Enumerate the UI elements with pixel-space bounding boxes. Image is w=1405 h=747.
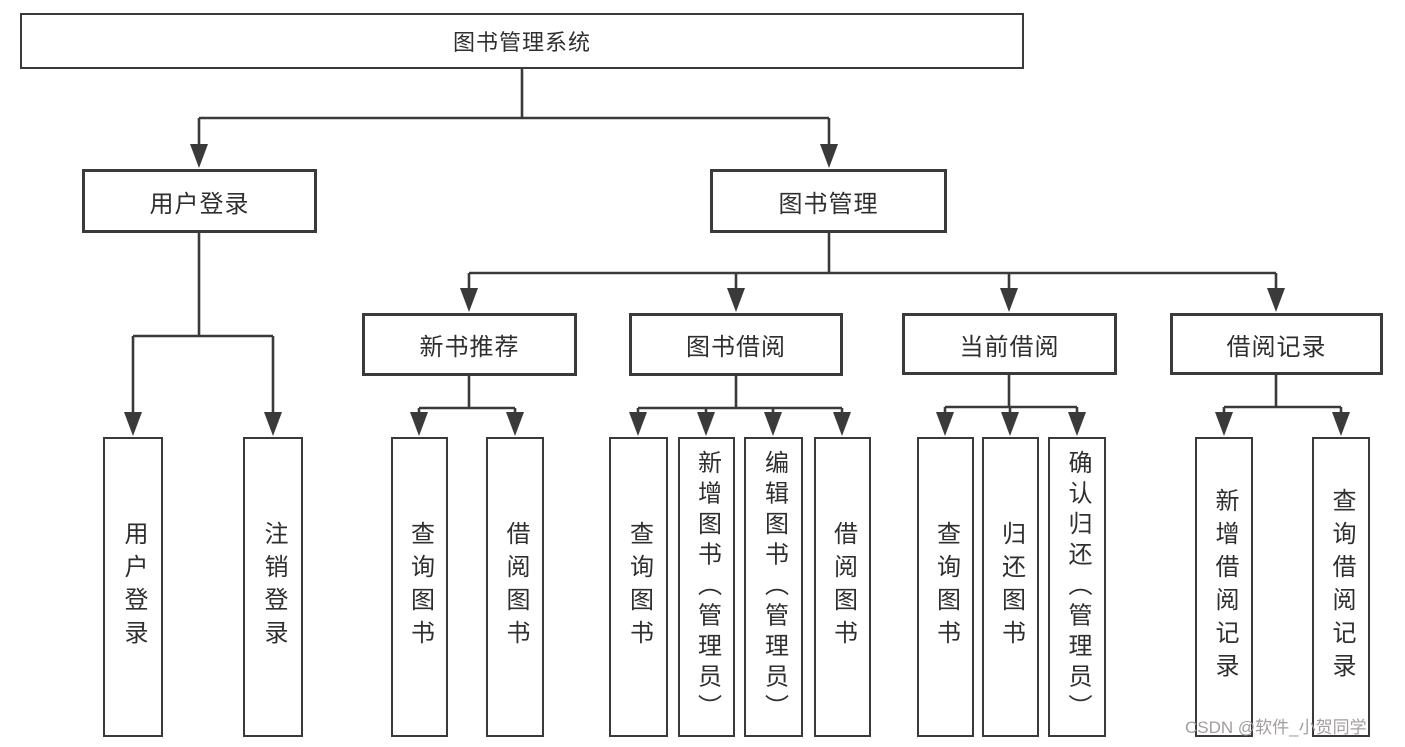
- node-label: 图书管理: [778, 190, 879, 218]
- node-label: 借阅图书: [829, 521, 857, 653]
- node-add-books-admin: 新增图书（管理员）: [678, 437, 735, 737]
- node-label: 注销登录: [260, 521, 287, 653]
- node-label: 用户登录: [149, 190, 250, 218]
- node-label: 借阅图书: [502, 521, 529, 653]
- node-label: 图书管理系统: [452, 30, 591, 55]
- node-label: 用户登录: [120, 521, 147, 653]
- node-label: 查询图书: [406, 521, 434, 653]
- node-query-books-current: 查询图书: [917, 437, 974, 737]
- node-label: 归还图书: [997, 521, 1025, 653]
- node-borrow-books-recommend: 借阅图书: [486, 437, 544, 737]
- node-label: 查询图书: [625, 521, 653, 653]
- node-user-login-action: 用户登录: [103, 437, 163, 737]
- node-new-book-recommend: 新书推荐: [362, 313, 577, 376]
- node-label: 确认归还（管理员）: [1064, 449, 1091, 725]
- node-confirm-return-admin: 确认归还（管理员）: [1048, 437, 1106, 737]
- node-label: 新书推荐: [419, 334, 520, 361]
- node-label: 图书借阅: [686, 334, 786, 361]
- node-add-borrow-record: 新增借阅记录: [1195, 437, 1253, 737]
- node-borrow-books: 借阅图书: [814, 437, 871, 737]
- node-label: 借阅记录: [1226, 333, 1327, 361]
- node-current-borrow: 当前借阅: [902, 313, 1117, 375]
- node-borrow-records: 借阅记录: [1170, 313, 1383, 375]
- node-library-system: 图书管理系统: [20, 13, 1024, 69]
- node-query-books-recommend: 查询图书: [391, 437, 448, 737]
- node-label: 新增借阅记录: [1211, 488, 1238, 686]
- node-query-books-borrow: 查询图书: [609, 437, 668, 737]
- node-return-books: 归还图书: [982, 437, 1039, 737]
- node-logout: 注销登录: [243, 437, 303, 737]
- node-label: 新增图书（管理员）: [693, 449, 721, 725]
- node-edit-books-admin: 编辑图书（管理员）: [744, 437, 803, 737]
- node-label: 编辑图书（管理员）: [760, 449, 788, 725]
- node-book-borrow: 图书借阅: [629, 313, 843, 376]
- node-label: 当前借阅: [959, 333, 1060, 361]
- node-book-management: 图书管理: [710, 169, 947, 233]
- node-query-borrow-record: 查询借阅记录: [1312, 437, 1370, 737]
- node-label: 查询借阅记录: [1328, 488, 1355, 686]
- node-user-login: 用户登录: [82, 169, 317, 233]
- node-label: 查询图书: [932, 521, 960, 653]
- csdn-watermark: CSDN @软件_小贺同学: [1185, 718, 1367, 737]
